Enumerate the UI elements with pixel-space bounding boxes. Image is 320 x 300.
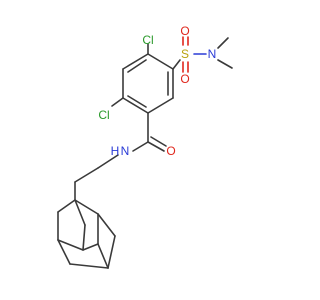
bond-c-s: [172, 59, 181, 70]
bond-c-cl-left: [111, 97, 124, 107]
benzene-ring: [122, 53, 174, 114]
atom-label-cl-top: Cl: [142, 33, 153, 47]
adam-bond-1: [57, 199, 76, 213]
adam-bond-2: [74, 199, 99, 215]
adam-bond-12: [97, 213, 116, 237]
bond-ring-4-inner: [127, 95, 147, 108]
bond-ring-1: [147, 53, 174, 70]
adam-bond-13: [107, 235, 116, 269]
bond-ring-3: [147, 97, 174, 114]
bond-n-me-down: [217, 59, 233, 69]
adam-bond-3: [74, 199, 86, 226]
adam-bond-6: [82, 224, 86, 251]
atom-label-o-sulfonyl-top: O: [180, 24, 189, 38]
bond-ch2-ch2: [74, 167, 99, 183]
adam-bond-7: [57, 239, 71, 265]
molecule-structure-diagram: Cl Cl S O O N O N H: [57, 24, 233, 269]
atom-label-o-carbonyl: O: [166, 144, 175, 158]
adam-bond-10: [57, 239, 84, 251]
bond-n-me-up: [217, 37, 229, 49]
bond-c-n-amide: [132, 141, 149, 152]
adam-bond-9: [82, 243, 99, 251]
atom-label-cl-left: Cl: [98, 108, 109, 122]
bond-ring-6-inner: [127, 59, 147, 73]
adamantane-cage: [57, 199, 116, 269]
atom-label-h-amide: H: [111, 144, 120, 158]
adam-bond-8: [97, 243, 109, 269]
bond-ring-6: [122, 53, 149, 70]
atom-label-o-sulfonyl-bottom: O: [180, 72, 189, 86]
bond-ring-4: [122, 97, 149, 114]
atom-label-n-amide: N: [121, 144, 130, 158]
atom-label-sulfur: S: [181, 47, 189, 61]
bond-co-a: [147, 141, 165, 152]
atom-label-n-sulfonamide: N: [208, 47, 217, 61]
bond-n-ch2: [97, 154, 119, 169]
adam-bond-11: [69, 263, 109, 269]
bond-co-b: [150, 136, 167, 147]
